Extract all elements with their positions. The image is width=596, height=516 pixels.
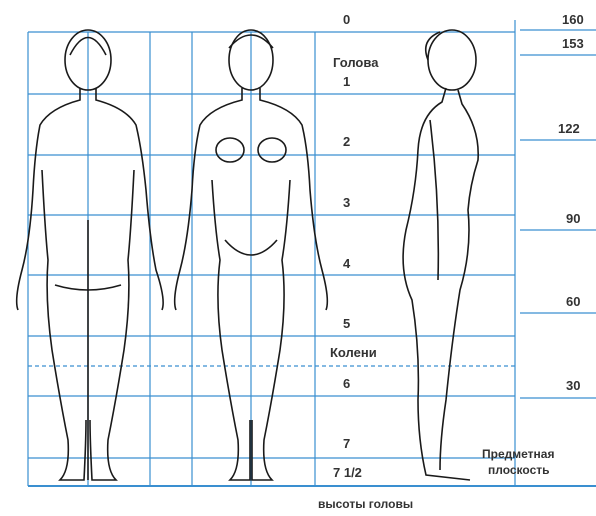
knee-label: Колени xyxy=(330,345,377,360)
head-unit-labels: 0 Голова 1 2 3 4 5 Колени 6 7 7 1/2 xyxy=(330,12,379,480)
head-unit-6: 6 xyxy=(343,376,350,391)
head-unit-1: 1 xyxy=(343,74,350,89)
head-unit-7: 7 xyxy=(343,436,350,451)
head-unit-5: 5 xyxy=(343,316,350,331)
height-60: 60 xyxy=(566,294,580,309)
ground-label-line1: Предметная xyxy=(482,447,554,461)
ground-plane-label: Предметная плоскость xyxy=(482,447,554,477)
ground-label-line2: плоскость xyxy=(488,463,550,477)
height-90: 90 xyxy=(566,211,580,226)
head-label: Голова xyxy=(333,55,379,70)
height-scale-labels: 160 153 122 90 60 30 xyxy=(558,12,584,393)
height-122: 122 xyxy=(558,121,580,136)
side-view-figure xyxy=(403,30,478,480)
head-unit-7-half: 7 1/2 xyxy=(333,465,362,480)
height-153: 153 xyxy=(562,36,584,51)
head-unit-2: 2 xyxy=(343,134,350,149)
height-160: 160 xyxy=(562,12,584,27)
head-unit-3: 3 xyxy=(343,195,350,210)
height-30: 30 xyxy=(566,378,580,393)
head-unit-0: 0 xyxy=(343,12,350,27)
bottom-caption: высоты головы xyxy=(318,497,413,511)
back-view-figure xyxy=(17,30,163,480)
head-unit-4: 4 xyxy=(343,256,351,271)
